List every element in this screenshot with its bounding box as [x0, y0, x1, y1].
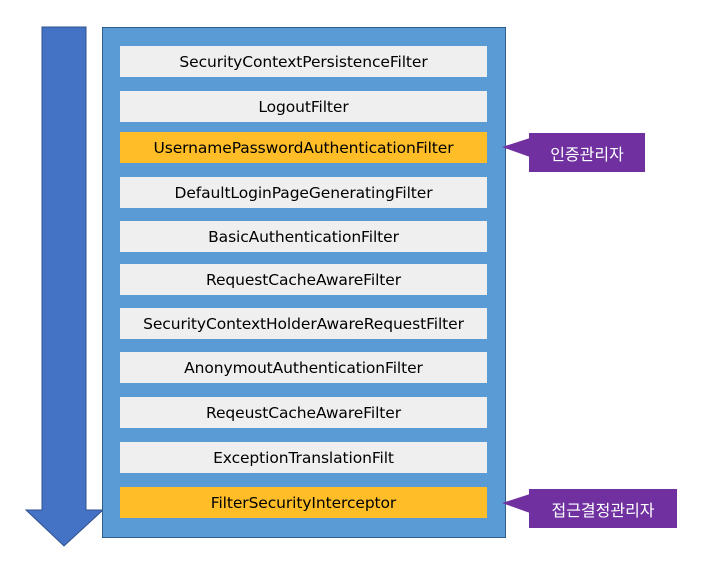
filter-logout: LogoutFilter — [120, 91, 487, 122]
callout-pointer-authentication — [502, 138, 530, 157]
filter-exception-translation: ExceptionTranslationFilt — [120, 442, 487, 473]
authentication-manager-callout: 인증관리자 — [529, 133, 645, 172]
filter-username-password-authentication: UsernamePasswordAuthenticationFilter — [120, 132, 487, 163]
access-decision-manager-callout: 접근결정관리자 — [529, 489, 677, 528]
filter-basic-authentication: BasicAuthenticationFilter — [120, 221, 487, 252]
filter-security-context-persistence: SecurityContextPersistenceFilter — [120, 46, 487, 77]
filter-security-context-holder-aware-request: SecurityContextHolderAwareRequestFilter — [120, 308, 487, 339]
filter-request-cache-aware: RequestCacheAwareFilter — [120, 264, 487, 295]
filter-request-cache-aware-2: ReqeustCacheAwareFilter — [120, 397, 487, 428]
flow-direction-arrow — [24, 26, 105, 547]
filter-default-login-page-generating: DefaultLoginPageGeneratingFilter — [120, 177, 487, 208]
filter-security-interceptor: FilterSecurityInterceptor — [120, 487, 487, 518]
filter-anonymous-authentication: AnonymoutAuthenticationFilter — [120, 352, 487, 383]
callout-pointer-access-decision — [502, 494, 530, 513]
